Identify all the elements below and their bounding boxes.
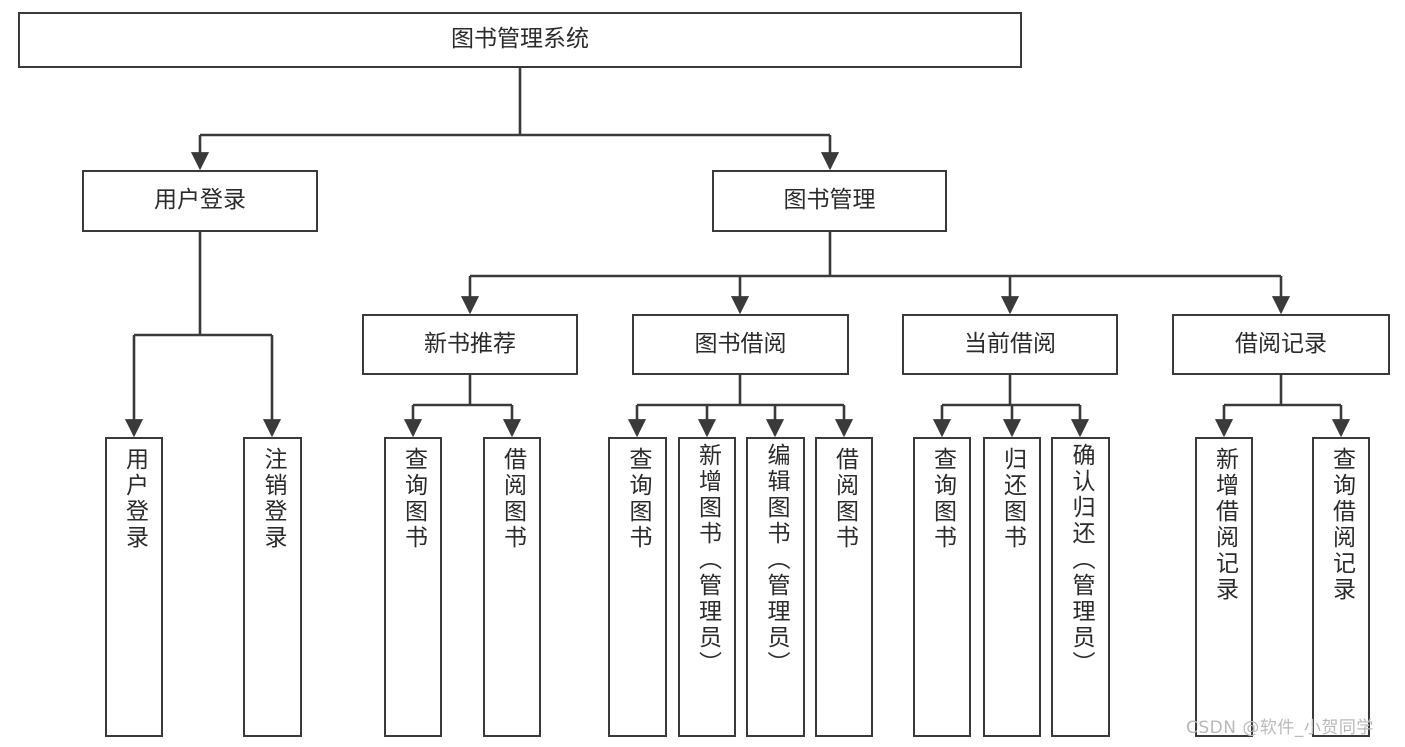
node-leaf-add-borrow-record-label: 新增借阅记录 bbox=[1211, 447, 1238, 603]
node-leaf-borrow-book-1[interactable]: 借阅图书 bbox=[483, 437, 541, 737]
node-leaf-query-borrow-record[interactable]: 查询借阅记录 bbox=[1312, 437, 1370, 737]
node-leaf-user-login[interactable]: 用户登录 bbox=[105, 437, 163, 737]
node-user-login[interactable]: 用户登录 bbox=[82, 170, 318, 232]
node-leaf-query-borrow-record-label: 查询借阅记录 bbox=[1328, 447, 1355, 603]
node-book-borrow-label: 图书借阅 bbox=[694, 330, 787, 357]
node-leaf-return-book-label: 归还图书 bbox=[999, 447, 1026, 551]
node-book-borrow[interactable]: 图书借阅 bbox=[632, 314, 849, 375]
node-leaf-borrow-book-1-label: 借阅图书 bbox=[499, 447, 526, 551]
node-borrow-record-label: 借阅记录 bbox=[1235, 330, 1327, 357]
node-user-login-label: 用户登录 bbox=[154, 187, 246, 214]
node-root-label: 图书管理系统 bbox=[451, 26, 589, 53]
node-leaf-query-book-2[interactable]: 查询图书 bbox=[608, 437, 667, 737]
node-leaf-query-book-3[interactable]: 查询图书 bbox=[913, 437, 971, 737]
node-new-book-recommend[interactable]: 新书推荐 bbox=[362, 314, 578, 375]
node-leaf-user-login-label: 用户登录 bbox=[121, 447, 148, 551]
node-leaf-add-book-admin-label: 新增图书（管理员） bbox=[694, 443, 721, 677]
node-leaf-add-book-admin[interactable]: 新增图书（管理员） bbox=[678, 437, 736, 737]
node-leaf-logout-label: 注销登录 bbox=[260, 447, 286, 551]
node-leaf-logout[interactable]: 注销登录 bbox=[243, 437, 302, 737]
node-leaf-borrow-book-2-label: 借阅图书 bbox=[831, 447, 858, 551]
node-leaf-return-book[interactable]: 归还图书 bbox=[983, 437, 1041, 737]
node-leaf-confirm-return-admin[interactable]: 确认归还（管理员） bbox=[1051, 437, 1110, 737]
node-leaf-edit-book-admin-label: 编辑图书（管理员） bbox=[763, 443, 789, 677]
node-current-borrow[interactable]: 当前借阅 bbox=[902, 314, 1118, 375]
node-current-borrow-label: 当前借阅 bbox=[964, 330, 1056, 357]
node-new-book-recommend-label: 新书推荐 bbox=[424, 330, 516, 357]
node-leaf-query-book-1-label: 查询图书 bbox=[400, 447, 427, 551]
csdn-watermark: CSDN @软件_小贺同学 bbox=[1186, 718, 1374, 738]
node-leaf-query-book-3-label: 查询图书 bbox=[929, 447, 956, 551]
node-leaf-add-borrow-record[interactable]: 新增借阅记录 bbox=[1195, 437, 1253, 737]
node-borrow-record[interactable]: 借阅记录 bbox=[1172, 314, 1390, 375]
node-leaf-query-book-2-label: 查询图书 bbox=[625, 447, 651, 551]
node-book-management[interactable]: 图书管理 bbox=[712, 170, 947, 232]
node-root[interactable]: 图书管理系统 bbox=[18, 12, 1022, 68]
node-book-management-label: 图书管理 bbox=[783, 187, 876, 214]
node-leaf-confirm-return-admin-label: 确认归还（管理员） bbox=[1068, 443, 1094, 677]
node-leaf-query-book-1[interactable]: 查询图书 bbox=[384, 437, 442, 737]
node-leaf-borrow-book-2[interactable]: 借阅图书 bbox=[815, 437, 873, 737]
node-leaf-edit-book-admin[interactable]: 编辑图书（管理员） bbox=[746, 437, 805, 737]
